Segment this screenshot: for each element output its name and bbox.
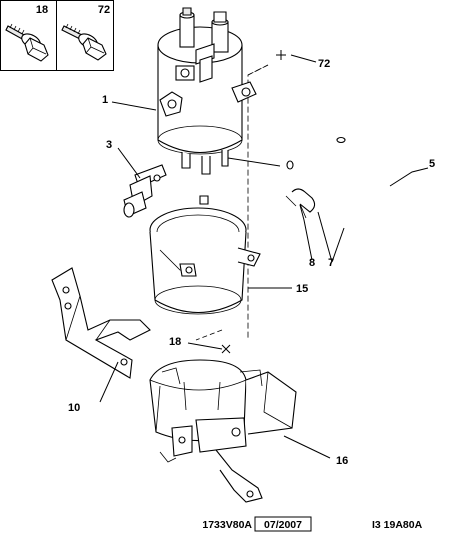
filter-cartridge <box>149 195 261 315</box>
inset-ref-18: 18 <box>36 4 48 16</box>
fuel-filter-housing <box>157 7 281 175</box>
fastener-inset: 18 72 <box>0 0 114 71</box>
filter-clamp <box>149 359 297 503</box>
callout-1: 1 <box>102 94 108 106</box>
water-sensor <box>123 164 167 218</box>
footer-codes: 1733V80A 07/2007 I3 19A80A <box>202 516 423 532</box>
callout-7: 7 <box>328 257 334 269</box>
callout-18: 18 <box>169 336 181 348</box>
callout-labels: 1 3 5 7 8 10 15 16 18 72 <box>68 58 435 467</box>
mounting-bracket <box>51 267 151 379</box>
callout-3: 3 <box>106 139 112 151</box>
callout-8: 8 <box>309 257 315 269</box>
marker-cross-72 <box>276 50 286 60</box>
callout-5: 5 <box>429 158 435 170</box>
callout-15: 15 <box>296 283 308 295</box>
callout-72: 72 <box>318 58 330 70</box>
footer-ref-code: 1733V80A <box>202 519 252 531</box>
fuel-hose <box>286 136 387 229</box>
bolt-with-flange-icon <box>61 23 107 61</box>
marker-cross-18 <box>221 344 231 354</box>
inset-ref-72: 72 <box>98 4 110 16</box>
footer-sheet-code: I3 19A80A <box>372 519 423 531</box>
hose-clip <box>285 188 316 219</box>
callout-10: 10 <box>68 402 80 414</box>
bolt-with-washer-icon <box>5 23 49 62</box>
footer-date: 07/2007 <box>264 519 302 531</box>
leader-lines <box>99 54 429 459</box>
callout-16: 16 <box>336 455 348 467</box>
